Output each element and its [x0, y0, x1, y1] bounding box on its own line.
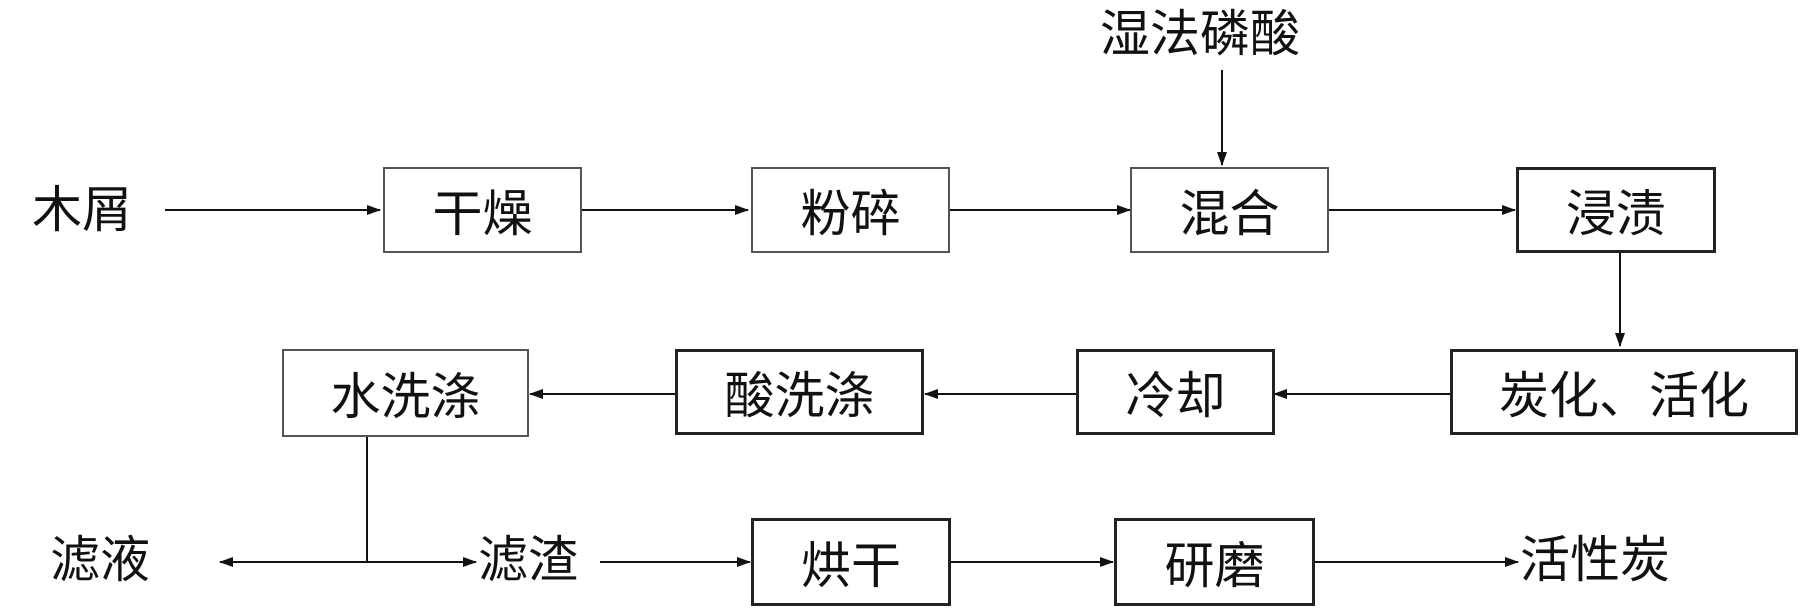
drying-step: 干燥 [383, 167, 582, 253]
wet-phosphoric-acid-label: 湿法磷酸 [1100, 5, 1300, 63]
water-washing-step: 水洗涤 [282, 349, 529, 437]
mixing-step: 混合 [1130, 167, 1329, 253]
grinding-step: 研磨 [1114, 518, 1315, 606]
sawdust-label: 木屑 [32, 181, 132, 239]
baking-step: 烘干 [751, 518, 951, 606]
filtrate-label: 滤液 [50, 531, 150, 589]
filter-residue-label: 滤渣 [478, 531, 578, 589]
acid-washing-step: 酸洗涤 [675, 349, 924, 435]
activated-carbon-label: 活性炭 [1520, 531, 1670, 589]
impregnation-step: 浸渍 [1516, 167, 1716, 253]
crushing-step: 粉碎 [751, 167, 950, 253]
cooling-step: 冷却 [1076, 349, 1275, 435]
carbonization-activation-step: 炭化、活化 [1450, 349, 1798, 435]
